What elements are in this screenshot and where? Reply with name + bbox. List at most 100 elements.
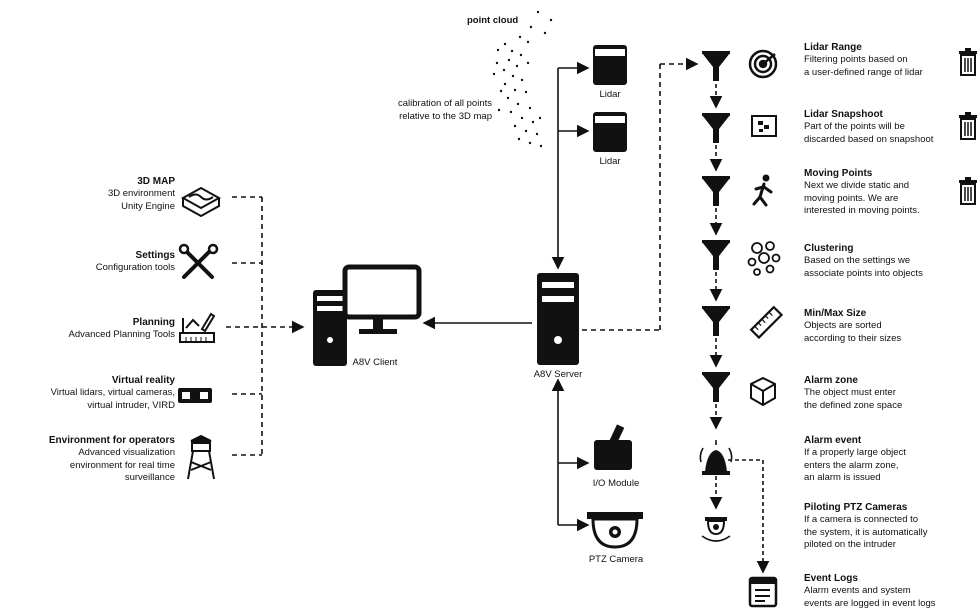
step-line: a user-defined range of lidar [804,66,923,78]
step-clustering: Clustering Based on the settings we asso… [804,242,979,280]
alarm-bell-icon [699,440,733,475]
left-item-title: Environment for operators [48,435,175,446]
left-connectors [226,196,305,456]
step-line: moving points. We are [804,192,899,204]
step-line: Part of the points will be [804,121,905,132]
step-title: Event Logs [804,573,858,584]
left-item-settings: Settings Configuration tools [5,249,175,275]
step-line: Based on the settings we [804,255,911,266]
left-item-title: 3D MAP [137,176,175,187]
calibration-note-line: calibration of all points [398,98,492,109]
running-person-icon [752,174,773,207]
event-log-icon [748,576,778,608]
lidar-2-icon [593,112,627,152]
left-item-title: Settings [135,250,175,261]
step-piloting-ptz: Piloting PTZ Cameras If a camera is conn… [804,501,979,552]
left-item-title: Virtual reality [111,375,175,386]
pipeline-arrows [709,84,770,574]
left-item-3d-map: 3D MAP 3D environment Unity Engine [5,175,175,213]
ptz-dome-icon [701,517,731,542]
left-item-line: virtual intruder, VIRD [87,399,175,411]
step-line: If a camera is connected to [804,514,919,525]
step-line: The object must enter [804,387,896,398]
step-line: Objects are sorted [804,320,882,331]
3d-map-icon [180,186,222,218]
server-device-connectors [551,378,590,532]
left-item-line: environment for real time [69,459,175,471]
watchtower-icon [187,434,215,480]
step-title: Lidar Snapshoot [804,109,883,120]
filter-funnel-icon [702,51,730,81]
filter-funnel-icon [702,372,730,402]
step-line: Alarm events and system [804,585,911,596]
step-title: Lidar Range [804,42,862,53]
step-line: Filtering points based on [804,54,908,65]
step-line: associate points into objects [804,267,923,279]
io-module-label: I/O Module [592,478,640,489]
step-title: Min/Max Size [804,308,867,319]
step-lidar-snapshoot: Lidar Snapshoot Part of the points will … [804,108,979,146]
filter-funnel-icon [702,306,730,336]
lidar-2-label: Lidar [599,156,621,167]
step-line: enters the alarm zone, [804,459,899,471]
step-alarm-zone: Alarm zone The object must enter the def… [804,374,979,412]
ptz-camera-icon [587,512,643,549]
step-line: the defined zone space [804,399,903,411]
left-item-planning: Planning Advanced Planning Tools [5,316,175,342]
left-item-line: Virtual lidars, virtual cameras, [50,387,175,398]
left-item-title: Planning [132,317,175,328]
tools-icon [178,243,219,279]
left-item-line: 3D environment [107,188,175,199]
step-title: Piloting PTZ Cameras [804,502,908,513]
client-computer-icon [313,264,422,366]
left-item-line: Advanced visualization [78,447,175,458]
left-item-virtual-reality: Virtual reality Virtual lidars, virtual … [5,374,175,412]
lidar-1-label: Lidar [599,89,621,100]
step-line: interested in moving points. [804,205,920,216]
server-label: A8V Server [533,369,583,380]
left-item-line: Advanced Planning Tools [68,329,175,340]
step-line: piloted on the intruder [804,539,896,550]
step-line: discarded based on snapshoot [804,133,934,145]
filter-funnel-icon [702,113,730,143]
step-lidar-range: Lidar Range Filtering points based on a … [804,41,979,79]
server-pipeline-connector [582,57,699,331]
step-alarm-event: Alarm event If a properly large object e… [804,434,979,485]
step-line: events are logged in event logs [804,597,936,609]
step-title: Moving Points [804,168,873,179]
ptz-camera-label: PTZ Camera [588,554,644,565]
calibration-note: calibration of all points relative to th… [362,98,492,123]
left-item-line: surveillance [124,472,175,483]
io-module-icon [594,424,632,470]
step-line: If a properly large object [804,447,906,458]
lidar-1-icon [593,45,627,85]
vr-headset-icon [178,388,212,403]
filter-funnel-icon [702,240,730,270]
left-item-line: Unity Engine [121,200,175,212]
server-icon [537,273,579,365]
step-title: Alarm zone [804,375,858,386]
radar-icon [748,49,778,79]
filter-funnel-icon [702,176,730,206]
ruler-icon [749,305,784,340]
left-item-line: Configuration tools [95,262,175,273]
zone-cube-icon [750,376,776,407]
step-line: an alarm is issued [804,472,881,483]
planning-icon [179,312,216,343]
point-cloud-dots [492,10,553,148]
step-min-max-size: Min/Max Size Objects are sorted accordin… [804,307,979,345]
server-lidar-connectors [551,61,590,270]
calibration-note-line: relative to the 3D map [399,110,492,122]
step-line: Next we divide static and [804,180,910,191]
snapshot-icon [751,115,777,137]
step-event-logs: Event Logs Alarm events and system event… [804,572,979,610]
step-line: the system, it is automatically [804,526,928,538]
client-label: A8V Client [352,357,398,368]
point-cloud-label: point cloud [467,15,519,26]
step-line: according to their sizes [804,332,902,344]
left-item-operators: Environment for operators Advanced visua… [5,434,175,485]
step-title: Clustering [804,243,854,254]
step-moving-points: Moving Points Next we divide static and … [804,167,979,218]
clustering-icon [747,241,781,276]
